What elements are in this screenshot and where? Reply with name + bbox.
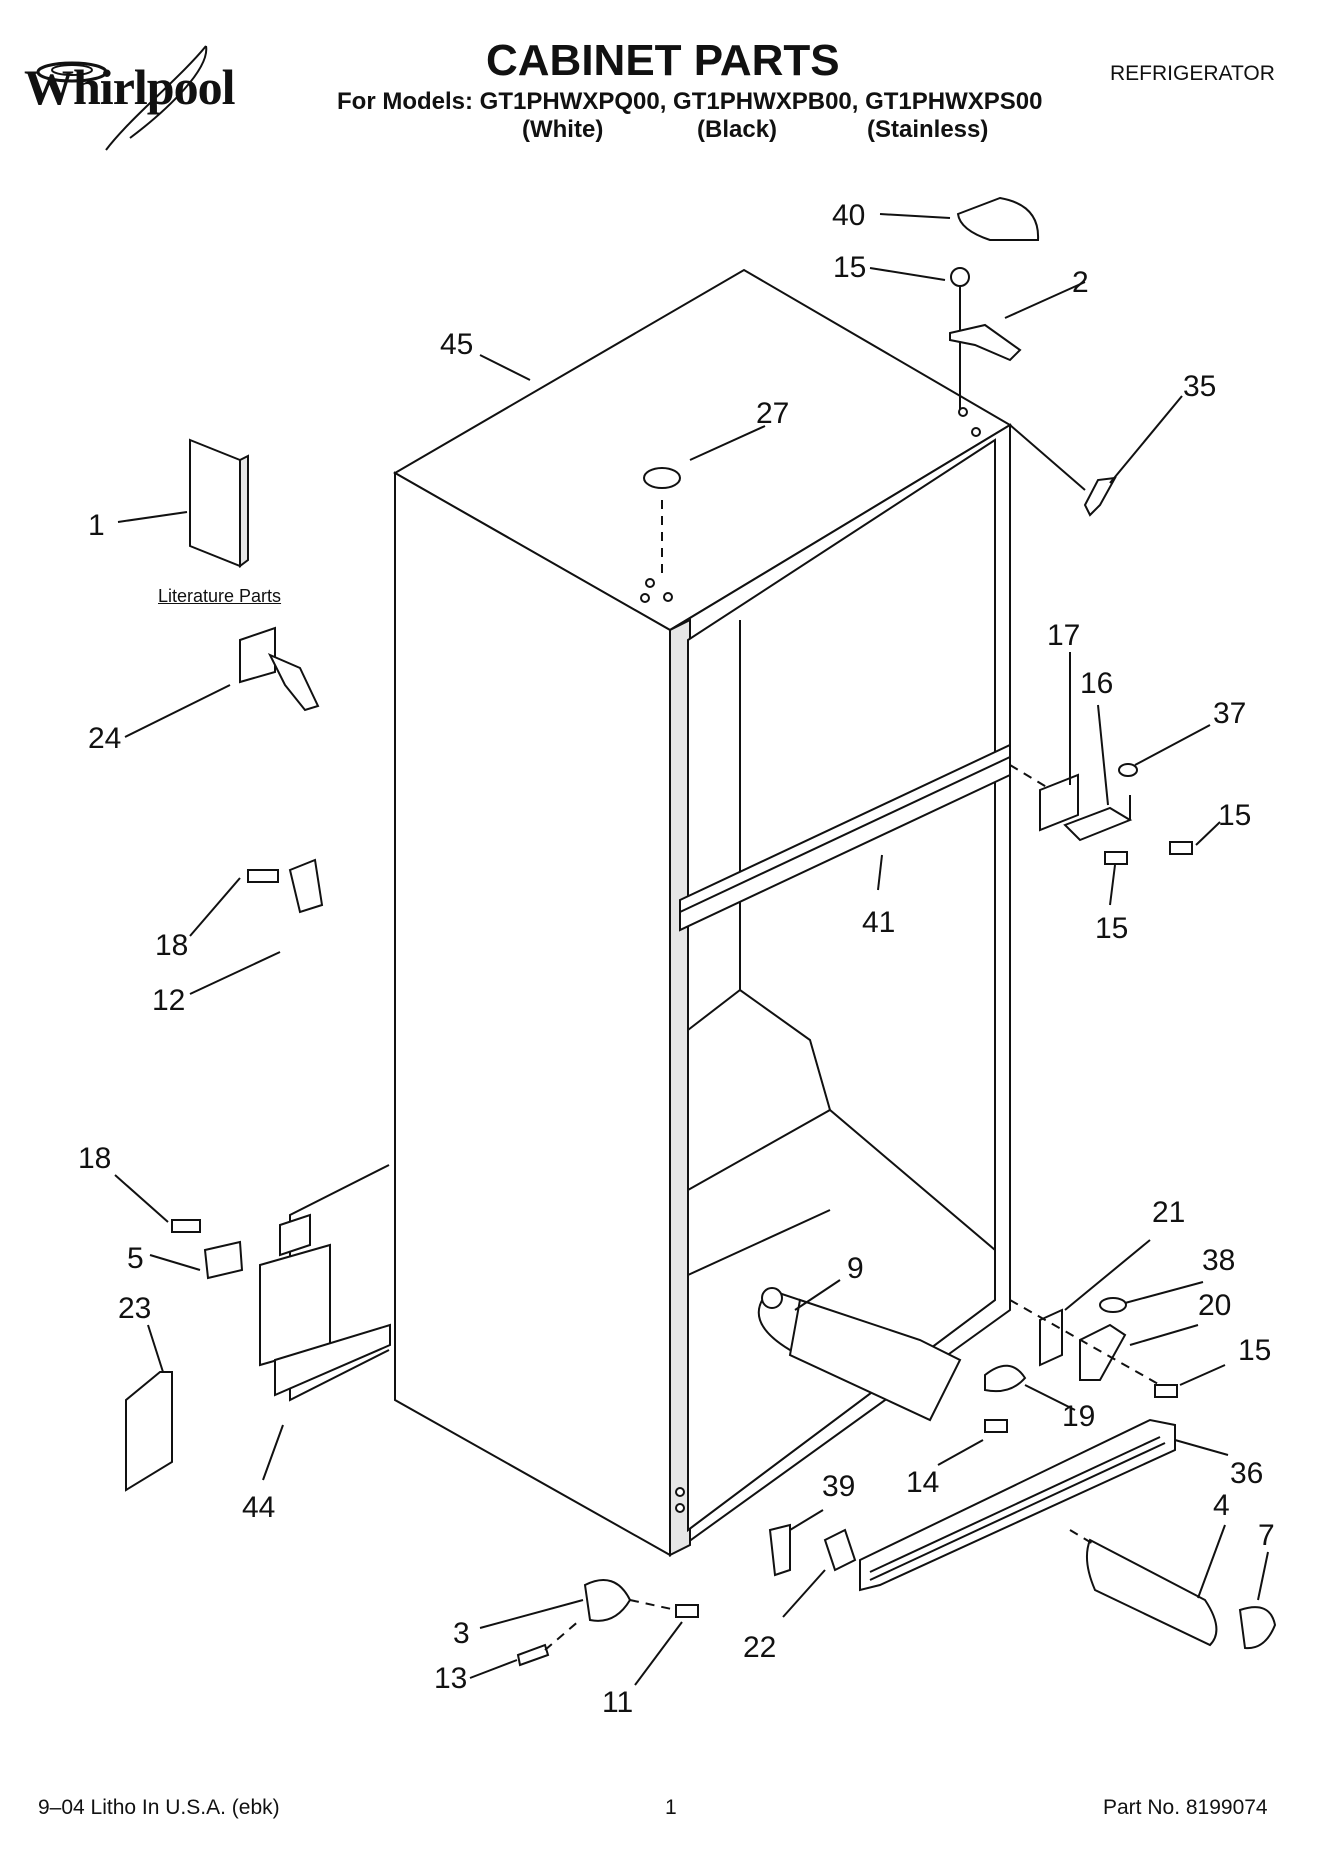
callout-15-top: 15 xyxy=(833,251,866,284)
callout-1: 1 xyxy=(88,509,105,542)
callout-44: 44 xyxy=(242,1491,275,1524)
side-panel-23 xyxy=(125,1371,173,1492)
plug-27 xyxy=(643,467,681,575)
callout-15-bottom: 15 xyxy=(1238,1334,1271,1367)
callout-41: 41 xyxy=(862,906,895,939)
literature-parts-label: Literature Parts xyxy=(158,586,282,606)
callout-24: 24 xyxy=(88,722,121,755)
brand-logo xyxy=(10,38,260,168)
hinge-assembly-right xyxy=(1009,763,1193,865)
screw-14 xyxy=(984,1419,1008,1433)
callout-22: 22 xyxy=(743,1631,776,1664)
callouts: 1 2 3 4 5 7 9 11 12 13 14 15 15 15 15 16… xyxy=(78,199,1275,1719)
callout-18-upper: 18 xyxy=(155,929,188,962)
callout-17: 17 xyxy=(1047,619,1080,652)
clip-39 xyxy=(768,1523,791,1577)
callout-18-lower: 18 xyxy=(78,1142,111,1175)
back-panel-44 xyxy=(259,1164,391,1402)
cap-7 xyxy=(1238,1606,1277,1650)
variant-black: (Black) xyxy=(697,116,778,143)
callout-3: 3 xyxy=(453,1617,470,1650)
logo-swoosh xyxy=(36,45,208,151)
page-number: 1 xyxy=(665,1796,677,1819)
leader-lines xyxy=(114,213,1269,1686)
screw-clip-18-12 xyxy=(247,858,324,914)
hinge-assembly-bottom xyxy=(1009,1297,1178,1398)
water-filter-4 xyxy=(1069,1529,1218,1647)
part-number: Part No. 8199074 xyxy=(1103,1796,1268,1819)
hinge-2 xyxy=(949,267,1022,410)
callout-35: 35 xyxy=(1183,370,1216,403)
callout-45: 45 xyxy=(440,328,473,361)
callout-16: 16 xyxy=(1080,667,1113,700)
clamp-19 xyxy=(984,1364,1027,1393)
variant-white: (White) xyxy=(522,116,604,143)
filter-housing-9 xyxy=(757,1287,962,1422)
callout-36: 36 xyxy=(1230,1457,1263,1490)
trim-35 xyxy=(1009,424,1117,517)
callout-4: 4 xyxy=(1213,1489,1230,1522)
handle-24 xyxy=(239,626,320,712)
callout-13: 13 xyxy=(434,1662,467,1695)
callout-38: 38 xyxy=(1202,1244,1235,1277)
callout-9: 9 xyxy=(847,1252,864,1285)
crossbar-41 xyxy=(679,743,1011,932)
brand-logo-text: Whirlpool xyxy=(24,59,235,115)
callout-15-mid: 15 xyxy=(1095,912,1128,945)
callout-15-right: 15 xyxy=(1218,799,1251,832)
callout-12: 12 xyxy=(152,984,185,1017)
page-title: CABINET PARTS xyxy=(486,36,840,85)
callout-7: 7 xyxy=(1258,1519,1275,1552)
callout-2: 2 xyxy=(1072,266,1089,299)
callout-37: 37 xyxy=(1213,697,1246,730)
grille-36 xyxy=(859,1418,1176,1592)
callout-5: 5 xyxy=(127,1242,144,1275)
variant-stainless: (Stainless) xyxy=(867,116,989,143)
top-cover-40 xyxy=(956,196,1040,241)
model-list: For Models: GT1PHWXPQ00, GT1PHWXPB00, GT… xyxy=(337,88,1043,115)
bracket-22 xyxy=(823,1528,857,1572)
roller-assembly xyxy=(516,1579,699,1667)
cabinet-shell xyxy=(392,268,1012,1557)
callout-21: 21 xyxy=(1152,1196,1185,1229)
callout-23: 23 xyxy=(118,1292,151,1325)
callout-11: 11 xyxy=(602,1686,633,1719)
product-category: REFRIGERATOR xyxy=(1110,62,1275,85)
screw-clip-18-5 xyxy=(171,1219,244,1280)
callout-14: 14 xyxy=(906,1466,939,1499)
callout-39: 39 xyxy=(822,1470,855,1503)
callout-40: 40 xyxy=(832,199,865,232)
callout-27: 27 xyxy=(756,397,789,430)
callout-20: 20 xyxy=(1198,1289,1231,1322)
literature-book-1 xyxy=(189,438,249,568)
callout-19: 19 xyxy=(1062,1400,1095,1433)
print-info: 9–04 Litho In U.S.A. (ebk) xyxy=(38,1796,280,1819)
